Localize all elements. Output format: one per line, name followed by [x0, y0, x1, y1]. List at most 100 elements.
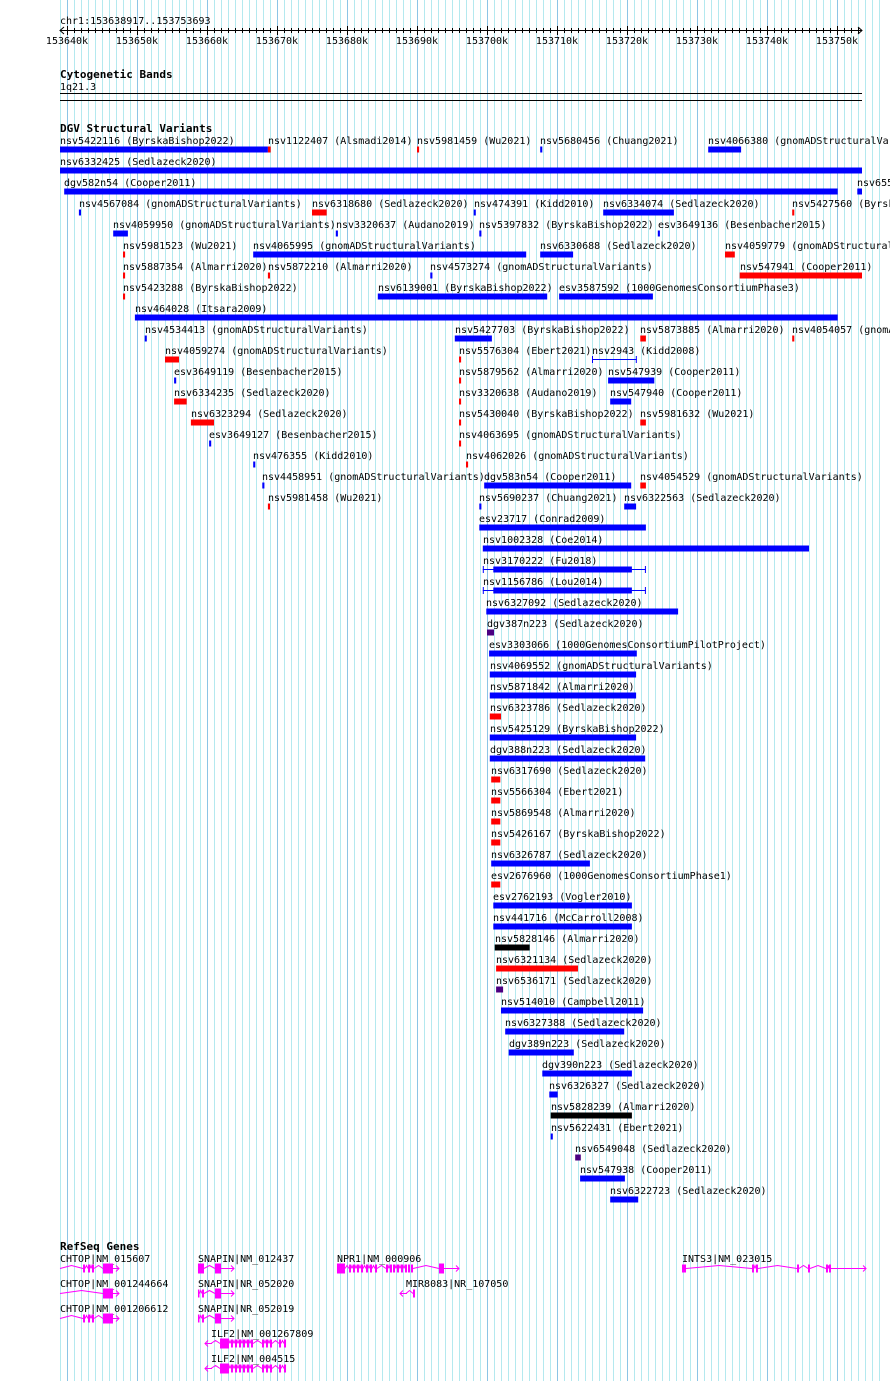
structural-variant-feature[interactable]: dgv390n223 (Sedlazeck2020)	[542, 1060, 699, 1077]
structural-variant-feature[interactable]: nsv5426167 (ByrskaBishop2022)	[491, 829, 666, 846]
structural-variant-feature[interactable]: esv23717 (Conrad2009)	[479, 514, 646, 531]
structural-variant-feature[interactable]: esv3303066 (1000GenomesConsortiumPilotPr…	[489, 640, 766, 657]
structural-variant-feature[interactable]: nsv6322563 (Sedlazeck2020)	[624, 493, 781, 510]
structural-variant-feature[interactable]: nsv1156786 (Lou2014)	[482, 577, 646, 594]
structural-variant-feature[interactable]: esv3649127 (Besenbacher2015)	[209, 430, 378, 447]
structural-variant-feature[interactable]: esv3649136 (Besenbacher2015)	[657, 220, 827, 237]
structural-variant-feature[interactable]: nsv6334235 (Sedlazeck2020)	[174, 388, 331, 405]
structural-variant-feature[interactable]: nsv5425129 (ByrskaBishop2022)	[489, 724, 665, 741]
structural-variant-feature[interactable]: nsv5622431 (Ebert2021)	[550, 1123, 684, 1140]
structural-variant-feature[interactable]: nsv5887354 (Almarri2020)	[123, 262, 268, 279]
structural-variant-feature[interactable]: nsv6323294 (Sedlazeck2020)	[190, 409, 348, 426]
structural-variant-feature[interactable]: nsv4059950 (gnomADStructuralVariants)	[113, 220, 336, 237]
structural-variant-feature[interactable]: nsv547941 (Cooper2011)	[739, 262, 873, 279]
structural-variant-feature[interactable]: nsv3320637 (Audano2019)	[335, 220, 475, 237]
structural-variant-feature[interactable]: nsv547938 (Cooper2011)	[580, 1165, 712, 1182]
structural-variant-feature[interactable]: nsv4458951 (gnomADStructuralVariants)	[262, 472, 485, 489]
gene-feature[interactable]: MIR8083|NR_107050	[399, 1279, 508, 1298]
structural-variant-feature[interactable]: nsv5427560 (ByrskaBishop2022)	[792, 199, 890, 216]
structural-variant-feature[interactable]: nsv5873885 (Almarri2020)	[640, 325, 785, 342]
structural-variant-feature[interactable]: nsv5879562 (Almarri2020)	[459, 367, 604, 384]
structural-variant-feature[interactable]: nsv464028 (Itsara2009)	[134, 304, 838, 321]
gene-feature[interactable]: SNAPIN|NR_052019	[197, 1304, 294, 1324]
structural-variant-feature[interactable]: nsv514010 (Campbell2011)	[501, 997, 646, 1014]
gene-feature[interactable]: NPR1|NM_000906	[336, 1254, 460, 1274]
structural-variant-feature[interactable]: nsv5871842 (Almarri2020)	[489, 682, 637, 699]
structural-variant-feature[interactable]: nsv6327092 (Sedlazeck2020)	[486, 598, 679, 615]
gene-feature[interactable]: CHTOP|NM_015607	[59, 1254, 150, 1274]
structural-variant-feature[interactable]: nsv4069552 (gnomADStructuralVariants)	[489, 661, 713, 678]
structural-variant-feature[interactable]: nsv1122407 (Alsmadi2014)	[267, 136, 413, 153]
gene-feature[interactable]: INTS3|NM_023015	[682, 1254, 867, 1273]
structural-variant-feature[interactable]: nsv6327388 (Sedlazeck2020)	[505, 1018, 662, 1035]
structural-variant-feature[interactable]: nsv5422116 (ByrskaBishop2022)	[60, 136, 268, 153]
structural-variant-feature[interactable]: nsv5423288 (ByrskaBishop2022)	[123, 283, 298, 300]
structural-variant-feature[interactable]: nsv5427703 (ByrskaBishop2022)	[454, 325, 630, 342]
structural-variant-feature[interactable]: dgv582n54 (Cooper2011)	[64, 178, 838, 195]
structural-variant-feature[interactable]: nsv4062026 (gnomADStructuralVariants)	[466, 451, 689, 468]
structural-variant-feature[interactable]: nsv4534413 (gnomADStructuralVariants)	[144, 325, 368, 342]
structural-variant-feature[interactable]: nsv5680456 (Chuang2021)	[540, 136, 678, 153]
structural-variant-feature[interactable]: nsv4059779 (gnomADStructuralVariants)	[725, 241, 890, 258]
structural-variant-feature[interactable]: nsv4054529 (gnomADStructuralVariants)	[640, 472, 863, 489]
structural-variant-feature[interactable]: nsv5981632 (Wu2021)	[640, 409, 754, 426]
structural-variant-feature[interactable]: esv3649119 (Besenbacher2015)	[174, 367, 343, 384]
gene-feature[interactable]: ILF2|NM_004515	[204, 1354, 295, 1374]
structural-variant-feature[interactable]: nsv4059274 (gnomADStructuralVariants)	[165, 346, 388, 363]
structural-variant-feature[interactable]: nsv6332425 (Sedlazeck2020)	[60, 157, 862, 174]
structural-variant-feature[interactable]: dgv583n54 (Cooper2011)	[484, 472, 632, 489]
structural-variant-feature[interactable]: nsv2943 (Kidd2008)	[592, 346, 700, 363]
structural-variant-feature[interactable]: esv2762193 (Vogler2010)	[493, 892, 632, 909]
structural-variant-feature[interactable]: nsv441716 (McCarroll2008)	[493, 913, 644, 930]
structural-variant-feature[interactable]: nsv6330688 (Sedlazeck2020)	[540, 241, 697, 258]
structural-variant-feature[interactable]: nsv5981459 (Wu2021)	[417, 136, 531, 153]
structural-variant-feature[interactable]: nsv6536171 (Sedlazeck2020)	[496, 976, 653, 993]
gene-feature[interactable]: SNAPIN|NM_012437	[197, 1254, 294, 1274]
structural-variant-feature[interactable]: nsv547939 (Cooper2011)	[608, 367, 740, 384]
structural-variant-feature[interactable]: nsv5872210 (Almarri2020)	[267, 262, 413, 279]
structural-variant-feature[interactable]: dgv389n223 (Sedlazeck2020)	[508, 1039, 666, 1056]
structural-variant-feature[interactable]: nsv5690237 (Chuang2021)	[479, 493, 617, 510]
structural-variant-feature[interactable]: nsv476355 (Kidd2010)	[253, 451, 373, 468]
structural-variant-feature[interactable]: dgv388n223 (Sedlazeck2020)	[489, 745, 647, 762]
structural-variant-feature[interactable]: nsv655	[857, 178, 890, 195]
structural-variant-feature[interactable]: esv3587592 (1000GenomesConsortiumPhase3)	[559, 283, 800, 300]
structural-variant-feature[interactable]: nsv5828146 (Almarri2020)	[494, 934, 640, 951]
structural-variant-feature[interactable]: nsv5397832 (ByrskaBishop2022)	[479, 220, 654, 237]
structural-variant-feature[interactable]: esv2676960 (1000GenomesConsortiumPhase1)	[491, 871, 732, 888]
structural-variant-feature[interactable]: nsv3170222 (Fu2018)	[482, 556, 646, 573]
structural-variant-feature[interactable]: nsv474391 (Kidd2010)	[473, 199, 595, 216]
structural-variant-feature[interactable]: nsv5430040 (ByrskaBishop2022)	[459, 409, 634, 426]
structural-variant-feature[interactable]: nsv5981523 (Wu2021)	[123, 241, 237, 258]
structural-variant-feature[interactable]: nsv3320638 (Audano2019)	[459, 388, 597, 405]
structural-variant-feature[interactable]: nsv4066380 (gnomADStructuralVariants)	[708, 136, 890, 153]
structural-variant-feature[interactable]: nsv6321134 (Sedlazeck2020)	[496, 955, 653, 972]
scroll-left-arrow-icon[interactable]	[59, 26, 65, 35]
structural-variant-feature[interactable]: nsv5981458 (Wu2021)	[267, 493, 382, 510]
structural-variant-feature[interactable]: nsv6323786 (Sedlazeck2020)	[489, 703, 647, 720]
structural-variant-feature[interactable]: nsv5576304 (Ebert2021)	[459, 346, 591, 363]
structural-variant-feature[interactable]: dgv387n223 (Sedlazeck2020)	[487, 619, 644, 636]
structural-variant-feature[interactable]: nsv5869548 (Almarri2020)	[491, 808, 636, 825]
gene-feature[interactable]: CHTOP|NM_001206612	[59, 1304, 168, 1324]
structural-variant-feature[interactable]: nsv1002328 (Coe2014)	[482, 535, 809, 552]
structural-variant-feature[interactable]: nsv4063695 (gnomADStructuralVariants)	[459, 430, 682, 447]
structural-variant-feature[interactable]: nsv547940 (Cooper2011)	[610, 388, 742, 405]
gene-feature[interactable]: CHTOP|NM_001244664	[59, 1279, 168, 1299]
structural-variant-feature[interactable]: nsv4573274 (gnomADStructuralVariants)	[430, 262, 653, 279]
structural-variant-feature[interactable]: nsv6334074 (Sedlazeck2020)	[603, 199, 760, 216]
structural-variant-feature[interactable]: nsv4065995 (gnomADStructuralVariants)	[253, 241, 527, 258]
scroll-right-arrow-icon[interactable]	[857, 26, 863, 35]
structural-variant-feature[interactable]: nsv6326787 (Sedlazeck2020)	[491, 850, 648, 867]
structural-variant-feature[interactable]: nsv6318680 (Sedlazeck2020)	[312, 199, 469, 216]
gene-feature[interactable]: SNAPIN|NR_052020	[197, 1279, 294, 1299]
gene-feature[interactable]: ILF2|NM_001267809	[204, 1329, 313, 1349]
structural-variant-feature[interactable]: nsv6317690 (Sedlazeck2020)	[491, 766, 648, 783]
structural-variant-feature[interactable]: nsv6326327 (Sedlazeck2020)	[549, 1081, 706, 1098]
structural-variant-feature[interactable]: nsv4054057 (gnomADStructuralVariants)	[792, 325, 890, 342]
structural-variant-feature[interactable]: nsv6322723 (Sedlazeck2020)	[610, 1186, 767, 1203]
structural-variant-feature[interactable]: nsv4567084 (gnomADStructuralVariants)	[78, 199, 302, 216]
structural-variant-feature[interactable]: nsv6549048 (Sedlazeck2020)	[575, 1144, 732, 1161]
structural-variant-feature[interactable]: nsv6139001 (ByrskaBishop2022)	[377, 283, 553, 300]
